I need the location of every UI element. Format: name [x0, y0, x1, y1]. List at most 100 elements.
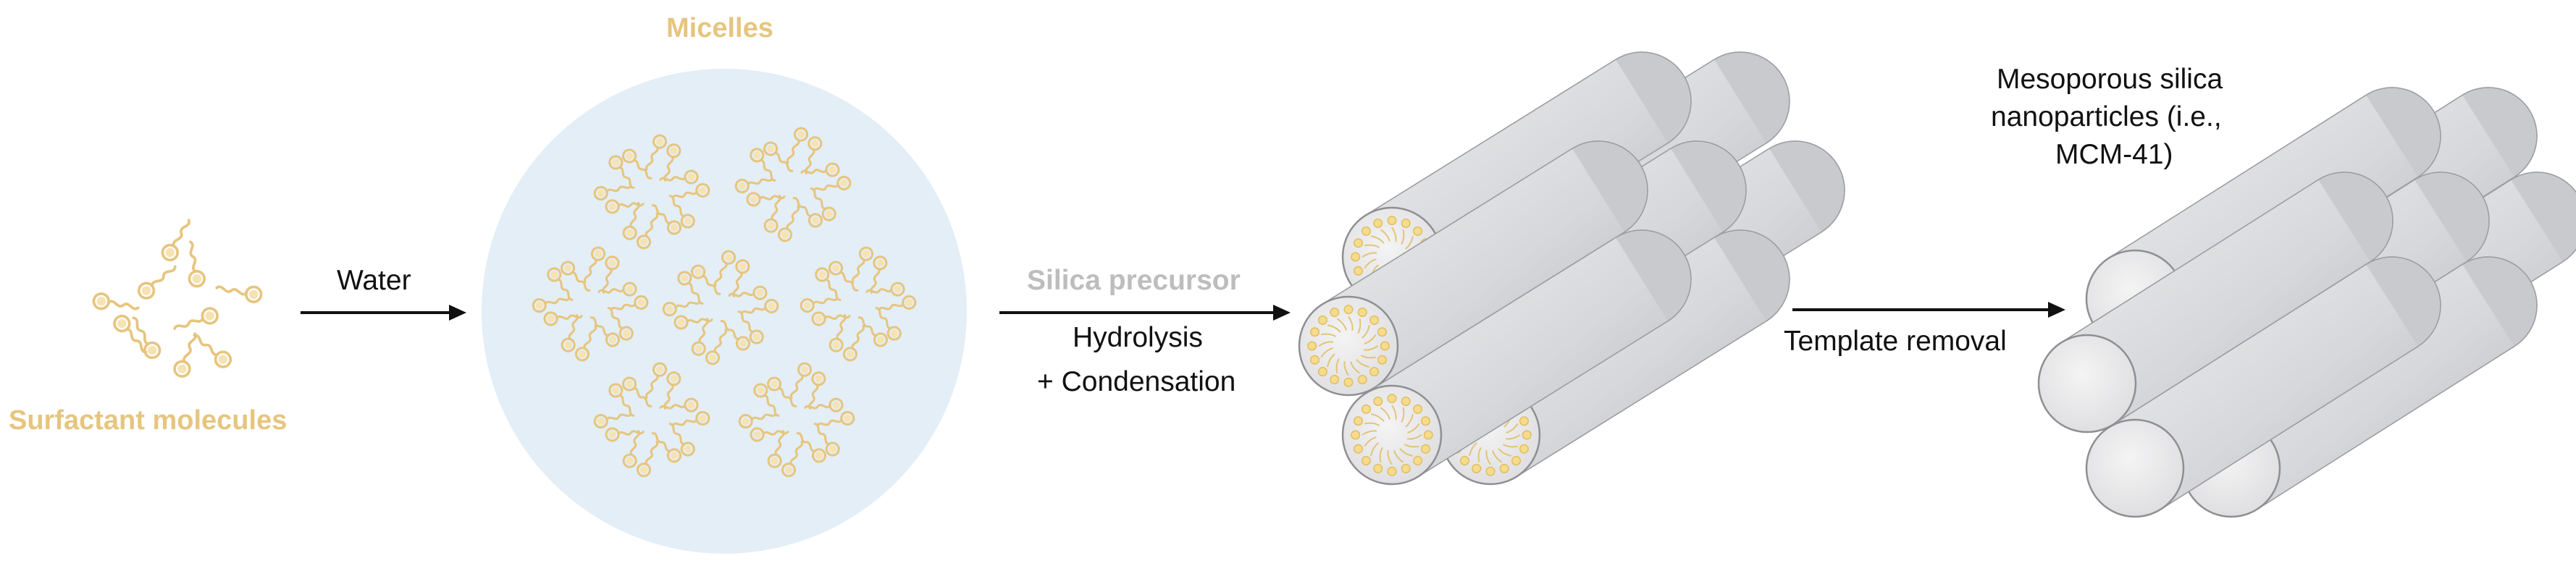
micelle-surfactant: [796, 432, 827, 463]
micelle-surfactant: [662, 300, 701, 317]
surfactant-molecule: [193, 334, 232, 368]
micelle-surfactant: [810, 187, 836, 221]
micelle-surfactant: [659, 169, 699, 185]
template-rod-bundle: [1298, 51, 1845, 486]
micelle-surfactant: [543, 311, 583, 326]
micelle: [662, 250, 779, 365]
template-removal-arrow-head: [2048, 302, 2065, 318]
micelle-surfactant: [811, 311, 851, 326]
micelle-surfactant: [561, 314, 579, 352]
micelle-surfactant: [816, 410, 855, 427]
silica-arrow-head: [1273, 305, 1291, 321]
micelle-surfactant: [878, 295, 917, 311]
surfactant-molecules-label: Surfactant molecules: [9, 405, 288, 436]
micelle-surfactant: [753, 383, 780, 417]
micelle-surfactant: [789, 362, 813, 399]
micelle-surfactant: [865, 282, 905, 297]
micelle-surfactant: [691, 318, 709, 356]
micelle-surfactant: [870, 255, 888, 294]
micelle-surfactant: [842, 325, 865, 362]
surfactant-molecule: [113, 314, 148, 354]
micelle-surfactant: [800, 162, 840, 177]
micelle-surfactant: [746, 192, 786, 207]
micelle-surfactant: [574, 325, 597, 362]
micelle-surfactant: [645, 362, 668, 399]
micelle-surfactant: [547, 267, 574, 301]
micelle-surfactant: [800, 297, 839, 313]
micelle-surfactant: [813, 423, 840, 457]
micelle-surfactant: [651, 432, 682, 463]
surfactant-molecule: [173, 332, 197, 378]
product-label-line3: MCM-41): [2055, 139, 2173, 170]
micelle-surfactant: [763, 195, 781, 233]
micelle-surfactant: [763, 141, 794, 172]
micelle-surfactant: [636, 213, 659, 250]
water-arrow-head: [449, 305, 466, 321]
micelle-surfactant: [651, 204, 682, 235]
surfactant-molecule: [132, 316, 161, 360]
condensation-label: + Condensation: [1037, 366, 1236, 397]
micelle: [800, 246, 917, 362]
micelle-surfactant: [605, 199, 645, 214]
micelle-surfactant: [857, 316, 889, 347]
micelle-surfactant: [828, 314, 847, 352]
micelle-surfactant: [659, 397, 699, 413]
micelle-surfactant: [767, 430, 785, 468]
hydrolysis-label: Hydrolysis: [1073, 322, 1203, 353]
micelle-surfactant: [663, 371, 681, 410]
micelle-surfactant: [815, 267, 842, 301]
surfactant-molecule: [188, 240, 206, 288]
micelle-surfactant: [804, 397, 844, 413]
micelle-surfactant: [805, 136, 823, 174]
micelle-surfactant: [663, 143, 681, 182]
silica-precursor-label: Silica precursor: [1027, 265, 1241, 296]
micelle-surfactant: [851, 246, 874, 283]
micelle-surfactant: [621, 148, 653, 179]
micelles-label: Micelles: [666, 13, 773, 43]
micelle-surfactant: [645, 134, 668, 171]
micelle-surfactant: [608, 383, 635, 417]
product-label-line2: nanoparticles (i.e.,: [1991, 101, 2222, 132]
micelle-surfactant: [777, 206, 800, 242]
micelle-surfactant: [734, 177, 773, 194]
micelle-surfactant: [671, 182, 710, 199]
micelle-surfactant: [597, 282, 637, 297]
micelle-surfactant: [610, 295, 649, 311]
surfactant-molecules-group: [92, 219, 263, 378]
micelle: [532, 246, 649, 362]
micelle-surfactant: [813, 175, 852, 192]
micelle-surfactant: [636, 441, 659, 478]
product-label-line1: Mesoporous silica: [1997, 64, 2223, 95]
template-filled-pore-rod: [1341, 229, 1692, 486]
micelle-surfactant: [705, 329, 728, 365]
micelle-surfactant: [668, 195, 695, 229]
micelle-surfactant: [593, 185, 632, 201]
micelle-surfactant: [750, 148, 776, 182]
empty-pore-rod: [2085, 256, 2441, 518]
micelle-surfactant: [622, 202, 640, 240]
micelle-surfactant: [737, 310, 764, 344]
micelle-surfactant: [732, 259, 750, 297]
empty-pore-rod: [2037, 172, 2394, 433]
template-filled-pore-rod: [1440, 229, 1790, 486]
micelle-surfactant: [583, 246, 606, 283]
micelle-surfactant: [740, 298, 779, 315]
micelle-surfactant: [786, 127, 809, 164]
micelle-surfactant: [781, 441, 804, 478]
surfactant-molecule: [215, 285, 263, 303]
micelle-surfactant: [560, 261, 591, 292]
micelle-surfactant: [713, 250, 737, 287]
surfactant-molecule: [92, 292, 140, 310]
micelle-solution-circle: [482, 69, 967, 554]
surfactant-molecule: [161, 219, 190, 262]
micelle: [738, 362, 855, 478]
micelle-surfactant: [602, 255, 620, 294]
micelle-surfactant: [593, 413, 632, 429]
micelle-surfactant: [608, 155, 635, 189]
micelle-surfactant: [828, 261, 859, 292]
micelle-surfactant: [792, 197, 823, 228]
micelle-surfactant: [605, 427, 645, 442]
micelle-surfactant: [808, 371, 826, 410]
micelle-surfactant: [750, 427, 789, 442]
